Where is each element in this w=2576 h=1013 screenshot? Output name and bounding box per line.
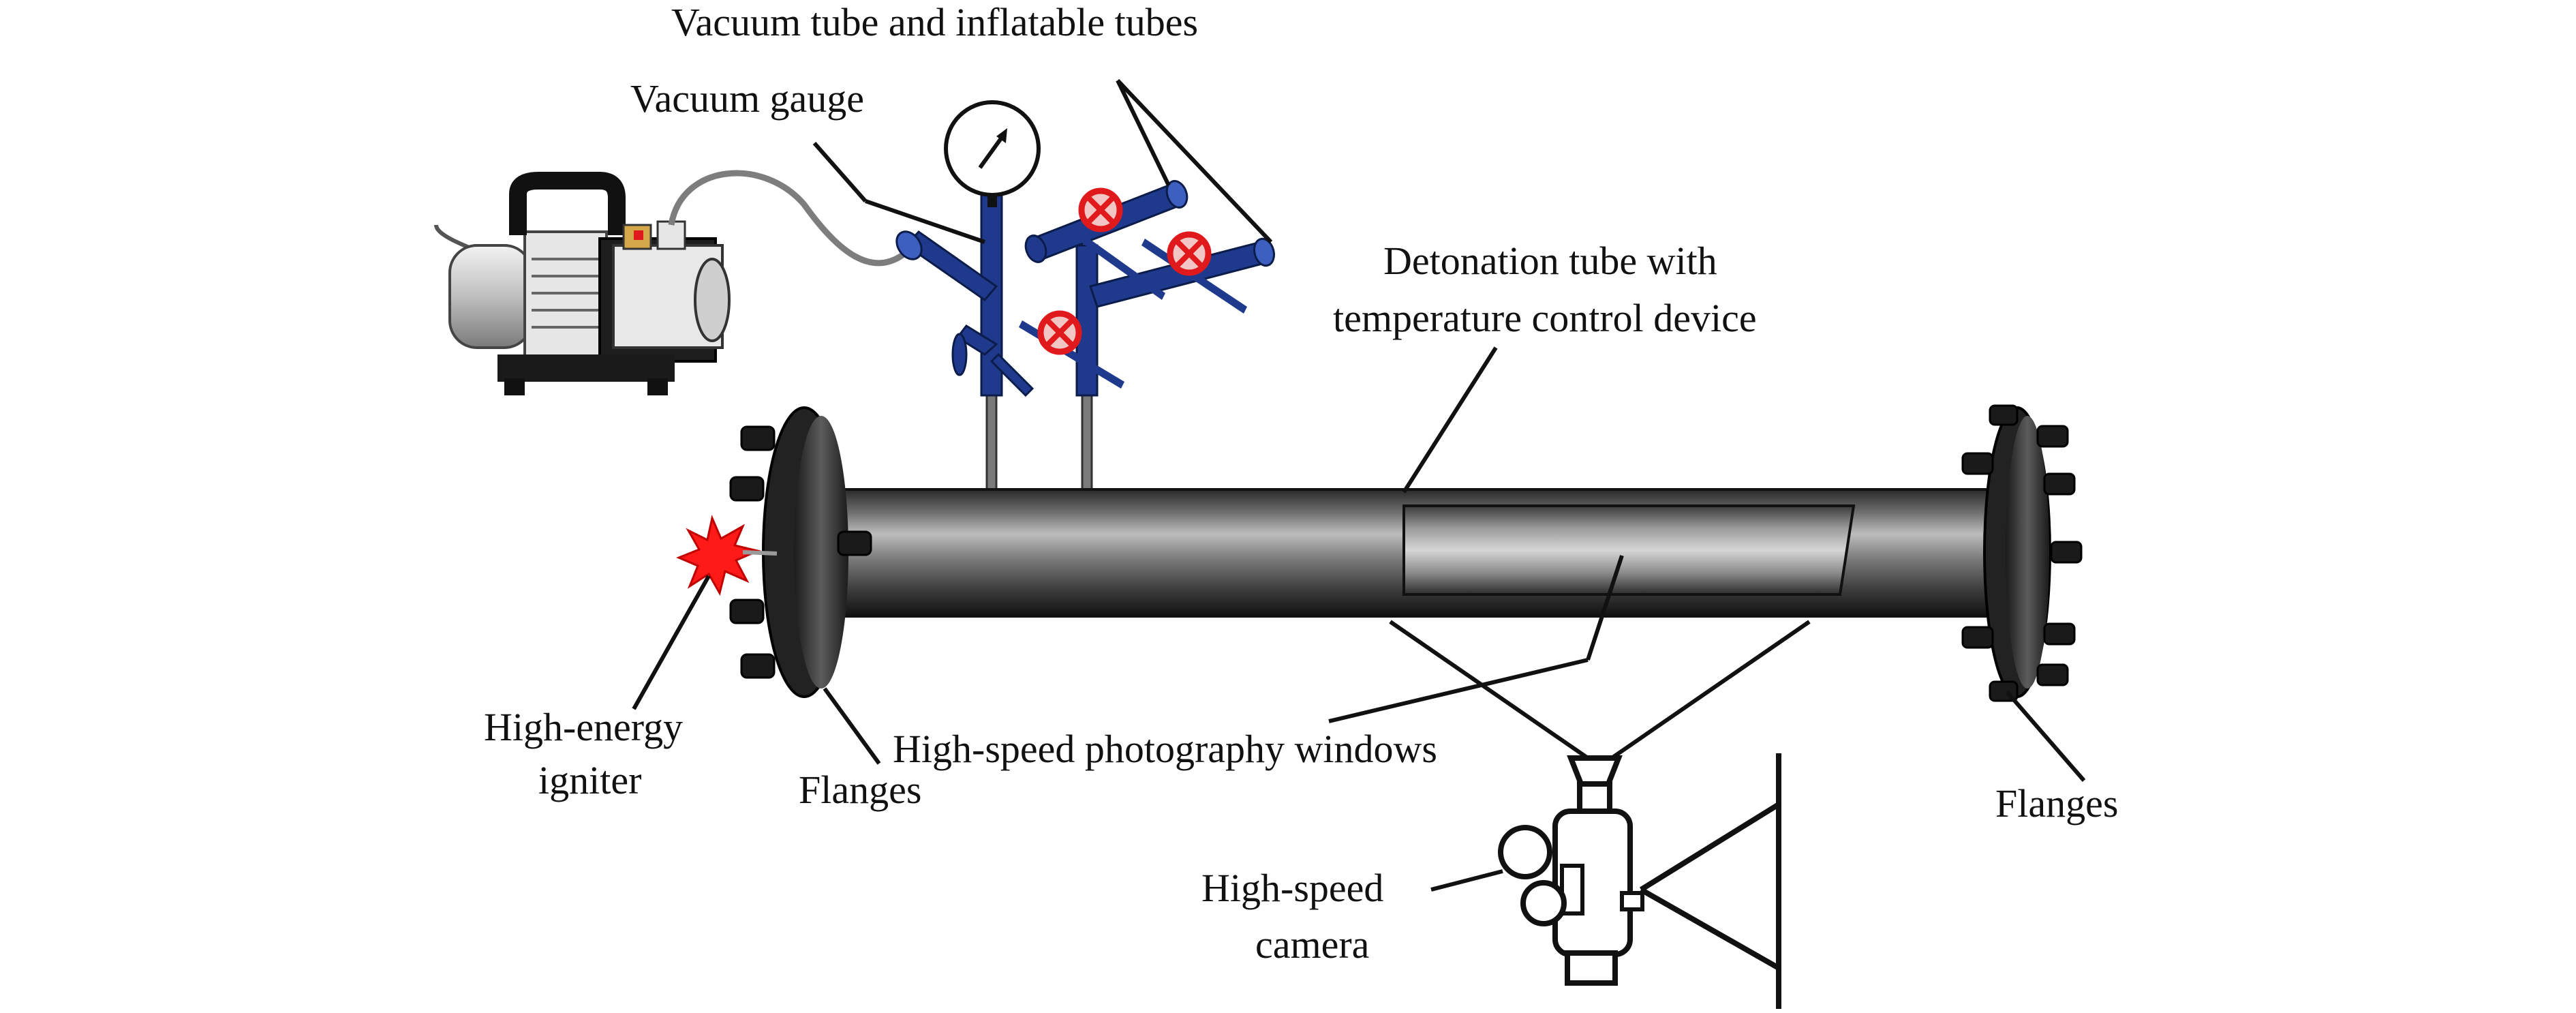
right-flange [1961,404,2083,702]
label-flanges-left: Flanges [799,768,921,812]
label-detonation-tube-line1: Detonation tube with [1383,239,1717,283]
label-camera-line2: camera [1255,922,1369,967]
vacuum-hose [668,170,908,267]
label-photography-windows: High-speed photography windows [893,727,1437,771]
label-vacuum-gauge: Vacuum gauge [630,76,864,121]
label-vacuum-inflatable-tubes: Vacuum tube and inflatable tubes [671,0,1198,44]
vacuum-tube-assembly [895,180,1275,492]
photography-window [1402,504,1856,596]
vacuum-pump-icon [434,172,731,395]
left-flange [729,406,872,698]
pressure-gauge-icon [944,100,1041,207]
leader-lines [632,78,2086,892]
camera-icon [1498,753,1781,1009]
spark-icon [676,515,778,596]
detonation-tube [833,488,2008,618]
label-igniter-line2: igniter [538,758,641,802]
valve-closed-icon [1167,231,1212,276]
valve-closed-icon [1078,187,1123,232]
label-igniter-line1: High-energy [484,705,683,749]
label-camera-line1: High-speed [1201,866,1383,910]
valve-closed-icon [1037,310,1082,355]
label-flanges-right: Flanges [1995,781,2118,826]
label-detonation-tube-line2: temperature control device [1333,296,1757,340]
